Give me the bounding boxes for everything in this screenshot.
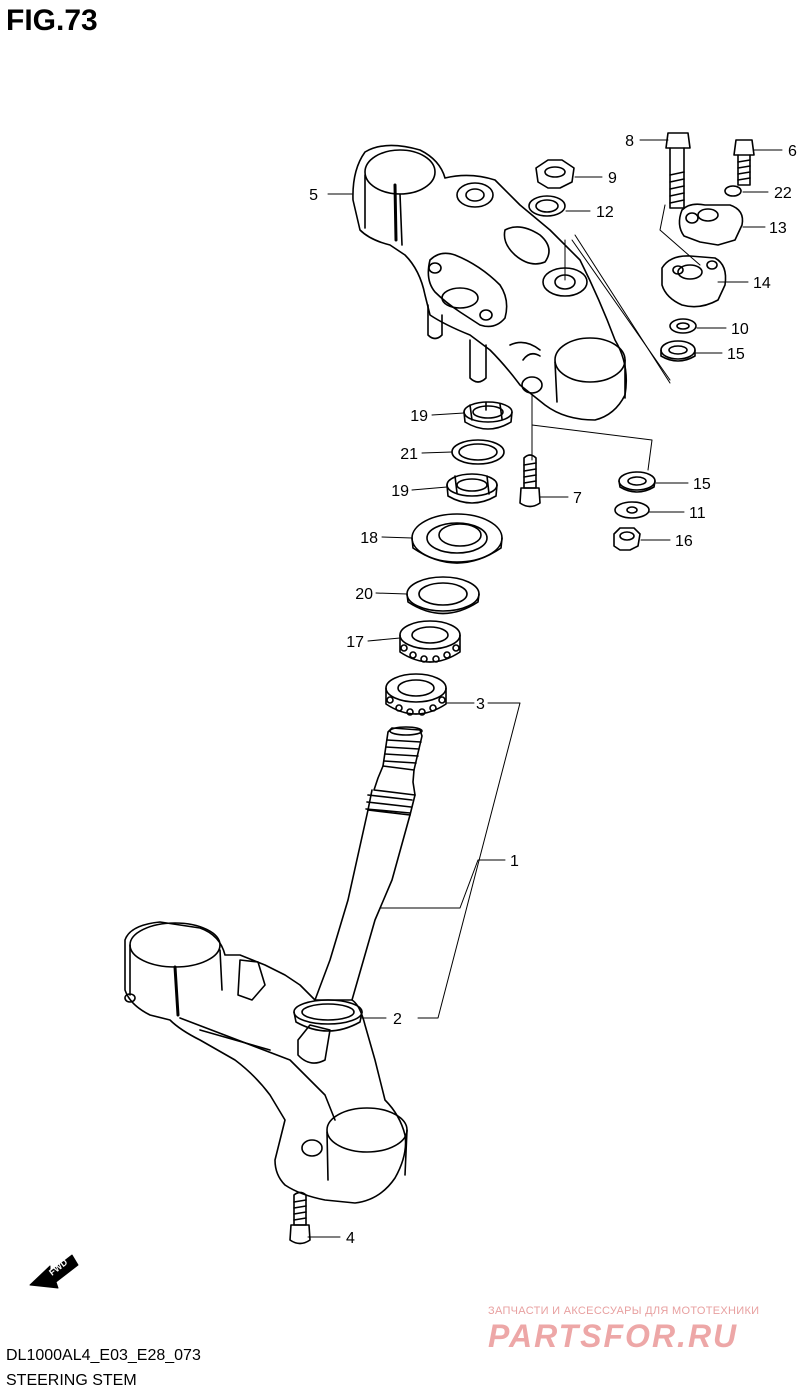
callout-8: 8 (625, 133, 634, 150)
callout-22: 22 (774, 185, 792, 202)
guide-lines (531, 204, 701, 471)
callout-14: 14 (753, 275, 771, 292)
bolt-part-7[interactable] (519, 454, 541, 508)
callout-4: 4 (346, 1230, 355, 1247)
watermark-logo: PARTSFOR.RU (488, 1318, 739, 1354)
callout-17: 17 (346, 634, 364, 651)
callout-15-lower: 15 (693, 476, 711, 493)
forward-direction-arrow-icon: FWD (29, 1254, 79, 1289)
washer-part-10[interactable] (669, 318, 697, 334)
callout-13: 13 (769, 220, 787, 237)
upper-bracket-part[interactable] (352, 144, 628, 421)
callout-2: 2 (393, 1011, 402, 1028)
cushion-part-15-lower[interactable] (618, 471, 656, 493)
lock-nut-part-19-upper[interactable] (463, 401, 513, 430)
callout-19-upper: 19 (410, 408, 428, 425)
washer-part-22[interactable] (724, 185, 742, 197)
handlebar-holder-part-13[interactable] (678, 203, 744, 246)
callout-12: 12 (596, 204, 614, 221)
callout-5: 5 (309, 187, 318, 204)
bolt-part-6[interactable] (733, 139, 755, 186)
watermark-tagline: ЗАПЧАСТИ И АКСЕССУАРЫ ДЛЯ МОТОТЕХНИКИ (488, 1305, 760, 1317)
model-code: DL1000AL4_E03_E28_073 (6, 1347, 201, 1364)
callout-10: 10 (731, 321, 749, 338)
cushion-part-15-upper[interactable] (660, 340, 696, 362)
washer-part-11[interactable] (614, 501, 650, 519)
dust-seal-part-18[interactable] (411, 513, 503, 564)
handlebar-holder-part-14[interactable] (661, 255, 727, 308)
callout-11: 11 (689, 505, 706, 522)
callout-1: 1 (510, 853, 519, 870)
callout-labels: 5 8 6 9 22 12 13 14 10 15 19 21 19 15 7 … (309, 133, 797, 1247)
callout-15-upper: 15 (727, 346, 745, 363)
leader-lines (307, 139, 783, 1238)
steering-stem-part[interactable] (124, 726, 423, 1204)
callout-21: 21 (400, 446, 418, 463)
nut-part-16[interactable] (613, 527, 641, 551)
figure-title: FIG.73 (6, 4, 98, 37)
callout-18: 18 (360, 530, 378, 547)
bolt-part-4[interactable] (289, 1191, 311, 1245)
seal-part-2[interactable] (293, 999, 363, 1064)
lock-nut-part-19-lower[interactable] (446, 473, 498, 504)
callout-3: 3 (476, 696, 485, 713)
nut-part-9[interactable] (535, 159, 575, 189)
bearing-part-3[interactable] (385, 673, 447, 716)
callout-9: 9 (608, 170, 617, 187)
callout-20: 20 (355, 586, 373, 603)
section-name: STEERING STEM (6, 1372, 137, 1389)
lock-washer-part-21[interactable] (451, 439, 505, 465)
callout-19-lower: 19 (391, 483, 409, 500)
callout-7: 7 (573, 490, 582, 507)
bolt-part-8[interactable] (665, 132, 691, 209)
washer-part-12[interactable] (528, 195, 566, 217)
callout-6: 6 (788, 143, 797, 160)
callout-16: 16 (675, 533, 693, 550)
bearing-part-17[interactable] (399, 620, 461, 663)
bearing-race-part-20[interactable] (406, 576, 480, 615)
